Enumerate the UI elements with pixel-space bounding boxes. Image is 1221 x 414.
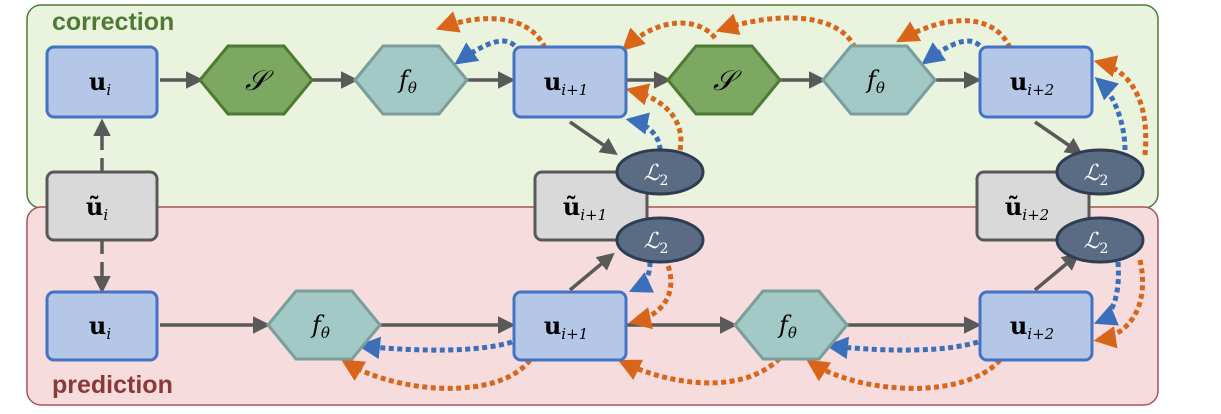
solver-node-2: 𝒮	[666, 44, 782, 116]
svg-text:ℒ2: ℒ2	[1084, 229, 1109, 257]
grad-orange-corr-loss-1	[625, 83, 684, 151]
prediction-label: prediction	[52, 371, 173, 399]
loss-node-corr-1: ℒ2	[615, 148, 705, 196]
svg-text:ui+2: ui+2	[1010, 67, 1054, 99]
loss-subscript: 2	[1099, 173, 1108, 189]
solver-node-1: 𝒮	[198, 44, 314, 116]
network-node-corr-2: fθ	[821, 44, 937, 116]
svg-text:ui+1: ui+1	[544, 67, 588, 99]
state-subscript: i+1	[561, 325, 588, 343]
loss-symbol: ℒ	[1084, 229, 1101, 254]
state-subscript: i+2	[1027, 81, 1054, 99]
ref-node-i1: ũi+1	[533, 170, 649, 242]
grad-orange-corr-1	[435, 11, 548, 50]
svg-text:ui+1: ui+1	[544, 311, 588, 343]
grad-orange-pred-loss-1	[628, 256, 674, 330]
loss-node-corr-2: ℒ2	[1055, 148, 1145, 196]
state-subscript: i	[106, 325, 111, 343]
arrow-pred-ui1-to-loss	[568, 252, 615, 292]
state-subscript: i+1	[561, 81, 588, 99]
grad-blue-corr-loss-1	[625, 112, 663, 151]
grad-blue-pred-2	[825, 336, 979, 359]
network-node-corr-1: fθ	[353, 44, 469, 116]
state-node-pred-i1: ui+1	[512, 290, 628, 362]
arrow-ui2-to-loss	[1034, 120, 1083, 155]
svg-text:ui+2: ui+2	[1010, 311, 1054, 343]
grad-orange-pred-1	[341, 358, 532, 391]
ref-symbol: ũ	[1005, 192, 1022, 221]
grad-orange-pred-2	[806, 358, 1002, 391]
network-node-pred-1: fθ	[266, 289, 382, 361]
svg-text:ũi: ũi	[86, 192, 108, 224]
grad-orange-pred-2b	[617, 343, 793, 386]
state-subscript: i+2	[1027, 325, 1054, 343]
loss-subscript: 2	[659, 173, 668, 189]
ref-subscript: i+2	[1022, 206, 1049, 224]
state-node-pred-i2: ui+2	[978, 290, 1094, 362]
grad-blue-pred-1	[357, 336, 513, 360]
svg-text:ui: ui	[89, 67, 111, 99]
loss-symbol: ℒ	[1084, 161, 1101, 186]
state-symbol: u	[1010, 311, 1027, 340]
loss-symbol: ℒ	[644, 229, 661, 254]
state-subscript: i	[106, 81, 111, 99]
loss-node-pred-2: ℒ2	[1055, 216, 1145, 264]
svg-text:ℒ2: ℒ2	[644, 161, 669, 189]
svg-text:ℒ2: ℒ2	[1084, 161, 1109, 189]
grad-blue-pred-loss-2	[1093, 261, 1121, 326]
state-node-corr-i1: ui+1	[512, 45, 628, 119]
grad-blue-corr-loss-2	[1094, 77, 1128, 151]
loss-subscript: 2	[1099, 241, 1108, 257]
grad-orange-corr-loss-2	[1093, 55, 1149, 156]
grad-orange-corr-2b	[621, 20, 717, 52]
f-subscript: θ	[408, 79, 417, 97]
state-node-pred-i: ui	[45, 290, 159, 362]
svg-text:ũi+1: ũi+1	[563, 192, 607, 224]
state-node-corr-i2: ui+2	[978, 45, 1094, 119]
svg-text:ui: ui	[89, 311, 111, 343]
f-subscript: θ	[876, 79, 885, 97]
ref-symbol: ũ	[563, 192, 580, 221]
state-symbol: u	[89, 311, 106, 340]
grad-orange-corr-3	[896, 18, 1013, 50]
correction-label: correction	[52, 8, 174, 36]
arrow-ui1-to-loss	[569, 120, 618, 155]
f-subscript: θ	[321, 324, 330, 342]
state-symbol: u	[544, 311, 561, 340]
ref-subscript: i+1	[580, 206, 607, 224]
state-node-corr-i: ui	[45, 45, 159, 119]
state-symbol: u	[544, 67, 561, 96]
loss-symbol: ℒ	[644, 161, 661, 186]
arrow-pred-ui2-to-loss	[1033, 252, 1080, 292]
grad-blue-pred-loss-1	[628, 261, 655, 293]
svg-text:ũi+2: ũi+2	[1005, 192, 1049, 224]
ref-node-i2: ũi+2	[975, 170, 1091, 242]
f-subscript: θ	[788, 324, 797, 342]
network-node-pred-2: fθ	[733, 289, 849, 361]
ref-symbol: ũ	[86, 192, 103, 221]
state-symbol: u	[1010, 67, 1027, 96]
grad-orange-corr-2	[715, 13, 858, 50]
loss-subscript: 2	[659, 241, 668, 257]
ref-node-i: ũi	[45, 170, 159, 242]
loss-node-pred-1: ℒ2	[615, 216, 705, 264]
ref-subscript: i	[103, 206, 108, 224]
svg-text:ℒ2: ℒ2	[644, 229, 669, 257]
state-symbol: u	[89, 67, 106, 96]
